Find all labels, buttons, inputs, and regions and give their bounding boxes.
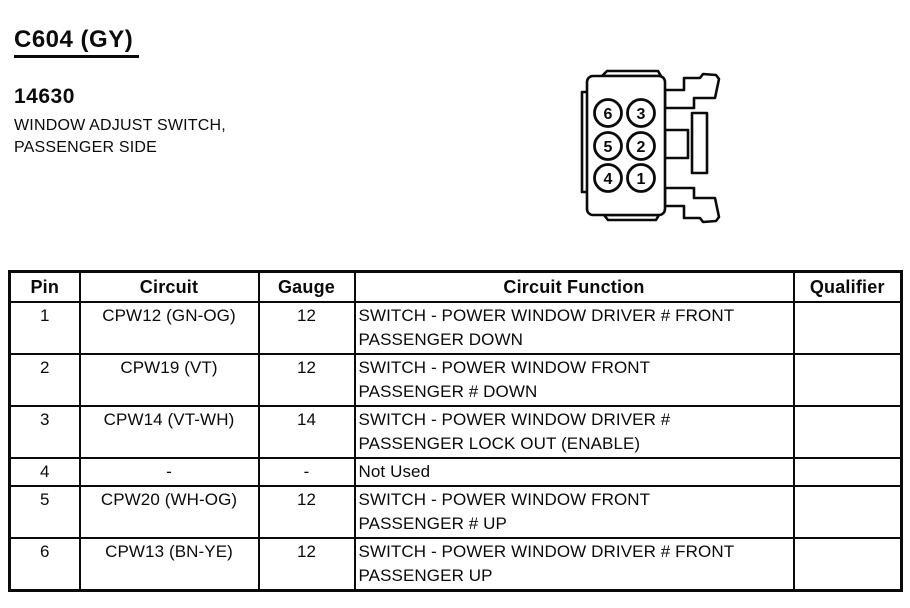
pin-cavity-5 <box>593 131 623 161</box>
pin-number-label: 1 <box>637 171 646 188</box>
gauge-cell: 12 <box>257 485 356 539</box>
part-number: 14630 <box>14 85 75 108</box>
pin-cell: 4 <box>8 457 81 487</box>
table-row: 6 CPW13 (BN-YE) 12 SWITCH - POWER WINDOW… <box>8 537 903 592</box>
gauge-cell: 12 <box>257 537 356 592</box>
gauge-cell: 12 <box>257 353 356 407</box>
qualifier-cell <box>792 353 903 407</box>
qualifier-cell <box>792 405 903 459</box>
circuit-function-cell: SWITCH - POWER WINDOW FRONT PASSENGER # … <box>353 485 795 539</box>
connector-diagram: 6 3 5 2 4 1 <box>573 66 738 226</box>
column-header-gauge: Gauge <box>257 270 356 303</box>
pin-cell: 5 <box>8 485 81 539</box>
connector-face-drawing: 6 3 5 2 4 1 <box>580 69 721 224</box>
connector-id-title: C604 (GY) <box>14 26 140 58</box>
table-row: 1 CPW12 (GN-OG) 12 SWITCH - POWER WINDOW… <box>8 301 903 355</box>
qualifier-cell <box>792 457 903 487</box>
circuit-function-cell: SWITCH - POWER WINDOW FRONT PASSENGER # … <box>353 353 795 407</box>
circuit-cell: - <box>78 457 260 487</box>
table-row: 5 CPW20 (WH-OG) 12 SWITCH - POWER WINDOW… <box>8 485 903 539</box>
table-row: 4 - - Not Used <box>8 457 903 487</box>
gauge-cell: - <box>257 457 356 487</box>
circuit-cell: CPW13 (BN-YE) <box>78 537 260 592</box>
circuit-cell: CPW12 (GN-OG) <box>78 301 260 355</box>
pinout-table: Pin Circuit Gauge Circuit Function Quali… <box>8 270 903 592</box>
qualifier-cell <box>792 537 903 592</box>
pin-cavity-3 <box>626 98 656 128</box>
column-header-circuit: Circuit <box>78 270 260 303</box>
qualifier-cell <box>792 485 903 539</box>
pin-cavity-4 <box>593 163 623 193</box>
circuit-cell: CPW20 (WH-OG) <box>78 485 260 539</box>
pin-cavity-1 <box>626 163 656 193</box>
pin-number-label: 3 <box>637 106 646 123</box>
pin-number-label: 4 <box>604 171 613 188</box>
column-header-circuit-function: Circuit Function <box>353 270 795 303</box>
table-row: 2 CPW19 (VT) 12 SWITCH - POWER WINDOW FR… <box>8 353 903 407</box>
circuit-function-cell: SWITCH - POWER WINDOW DRIVER # PASSENGER… <box>353 405 795 459</box>
column-header-qualifier: Qualifier <box>792 270 903 303</box>
qualifier-cell <box>792 301 903 355</box>
gauge-cell: 14 <box>257 405 356 459</box>
pin-cell: 2 <box>8 353 81 407</box>
connector-latch-top-arm <box>663 72 721 110</box>
pin-cavity-2 <box>626 131 656 161</box>
gauge-cell: 12 <box>257 301 356 355</box>
pin-cell: 1 <box>8 301 81 355</box>
table-row: 3 CPW14 (VT-WH) 14 SWITCH - POWER WINDOW… <box>8 405 903 459</box>
connector-latch-block <box>663 128 690 160</box>
circuit-function-cell: SWITCH - POWER WINDOW DRIVER # FRONT PAS… <box>353 301 795 355</box>
pin-number-label: 2 <box>637 139 646 156</box>
title-block: C604 (GY) 14630 WINDOW ADJUST SWITCH, PA… <box>14 26 226 159</box>
circuit-function-cell: SWITCH - POWER WINDOW DRIVER # FRONT PAS… <box>353 537 795 592</box>
pin-cell: 3 <box>8 405 81 459</box>
pin-number-label: 5 <box>604 139 613 156</box>
table-header-row: Pin Circuit Gauge Circuit Function Quali… <box>8 270 903 303</box>
pin-cavity-6 <box>593 98 623 128</box>
circuit-cell: CPW19 (VT) <box>78 353 260 407</box>
connector-latch-bar <box>690 111 709 175</box>
circuit-function-cell: Not Used <box>353 457 795 487</box>
pin-cell: 6 <box>8 537 81 592</box>
circuit-cell: CPW14 (VT-WH) <box>78 405 260 459</box>
pin-number-label: 6 <box>604 106 613 123</box>
column-header-pin: Pin <box>8 270 81 303</box>
connector-description: WINDOW ADJUST SWITCH, PASSENGER SIDE <box>14 117 226 156</box>
connector-latch-bottom-arm <box>663 186 721 224</box>
